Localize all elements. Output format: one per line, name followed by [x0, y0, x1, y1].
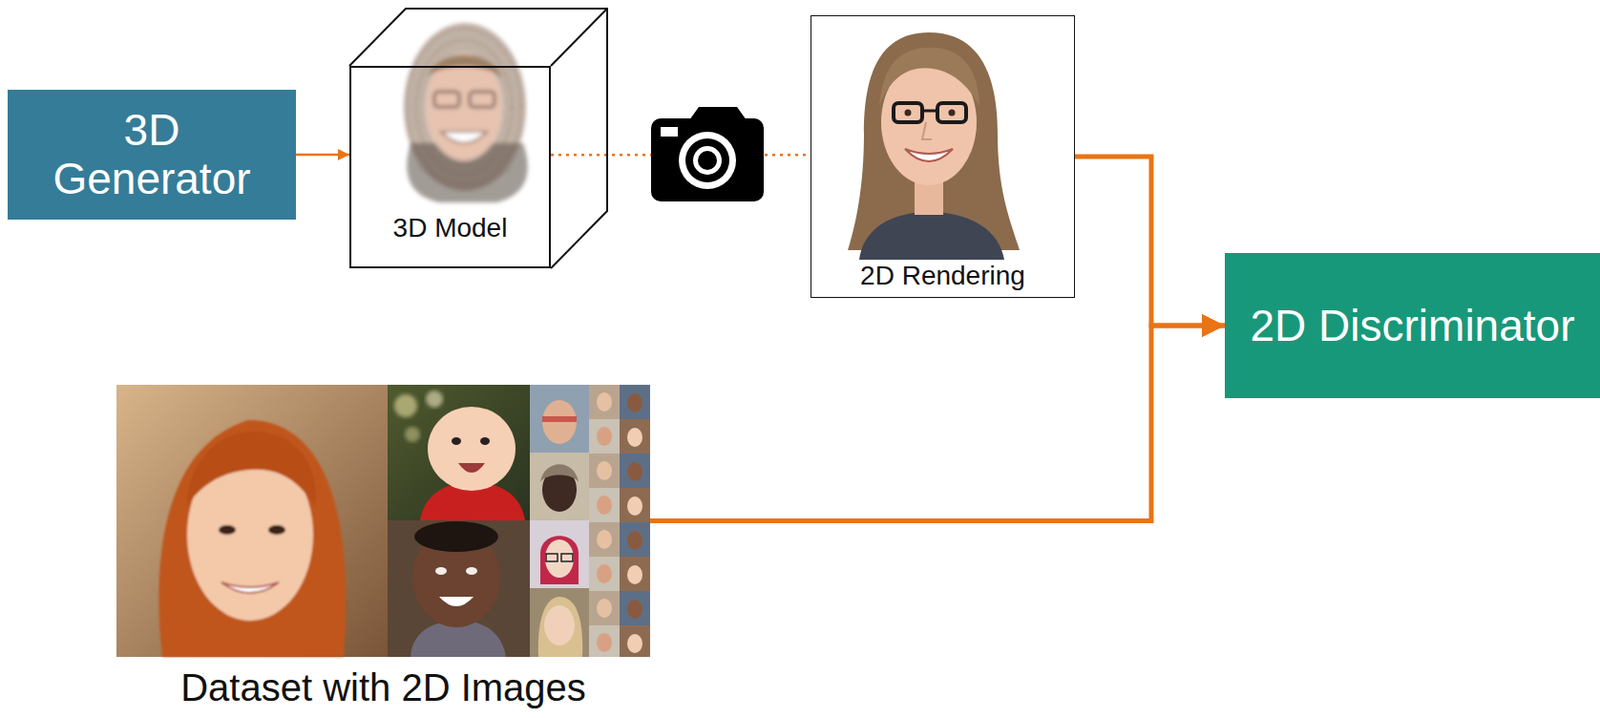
node-label: 2D Discriminator [1250, 301, 1576, 351]
flow-connector [1074, 156, 1225, 326]
node-label: Dataset with 2D Images [180, 666, 587, 709]
camera-icon [651, 106, 764, 202]
cube-outline [349, 8, 608, 269]
rendered-face [847, 32, 1020, 260]
photo-area [116, 384, 651, 657]
dataset-panel: Dataset with 2D Images [116, 384, 651, 709]
flow-connector [650, 325, 1225, 522]
node-label: 2D Rendering [860, 261, 1026, 292]
node-label: 3D Generator [37, 105, 267, 203]
node-label: 3D Model [393, 213, 508, 244]
discriminator-box: 2D Discriminator [1224, 252, 1600, 399]
model-cube-face: 3D Model [349, 65, 551, 269]
dataset-collage [116, 384, 651, 657]
generator-box: 3D Generator [7, 89, 296, 220]
rendering-frame: 2D Rendering [810, 15, 1075, 298]
flow-connector [295, 153, 350, 157]
point-cloud-face [403, 22, 528, 203]
